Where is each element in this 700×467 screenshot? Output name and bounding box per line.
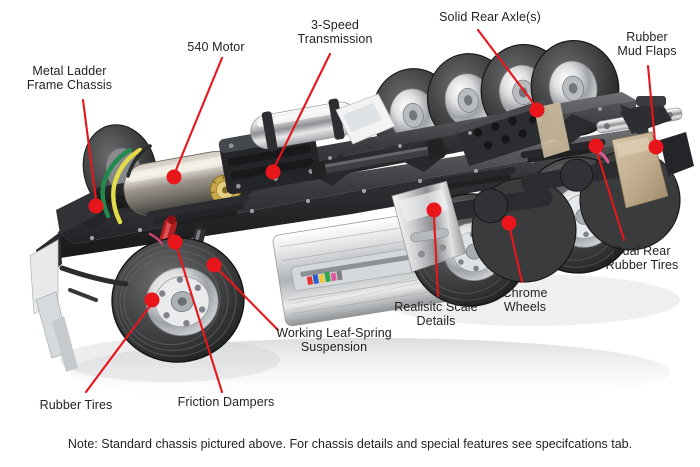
- callout-label-metal-ladder-frame-chassis: Metal Ladder Frame Chassis: [26, 64, 113, 92]
- callout-label-realistic-scale-details: Realisitc Scale Details: [394, 300, 478, 328]
- callout-label-friction-dampers: Friction Dampers: [177, 395, 275, 409]
- callout-label-3-speed-transmission: 3-Speed Transmission: [297, 18, 373, 46]
- footnote-text: Note: Standard chassis pictured above. F…: [67, 437, 633, 451]
- callout-label-rubber-tires: Rubber Tires: [39, 398, 113, 412]
- callout-label-working-leaf-spring-suspension: Working Leaf-Spring Suspension: [276, 326, 392, 354]
- callout-label-rubber-mud-flaps: Rubber Mud Flaps: [617, 30, 677, 58]
- callout-label-dual-rear-rubber-tires: Dual Rear Rubber Tires: [605, 244, 679, 272]
- callout-label-solid-rear-axles: Solid Rear Axle(s): [439, 10, 541, 24]
- callout-label-540-motor: 540 Motor: [187, 40, 245, 54]
- callout-label-chrome-wheels: Chrome Wheels: [502, 286, 548, 314]
